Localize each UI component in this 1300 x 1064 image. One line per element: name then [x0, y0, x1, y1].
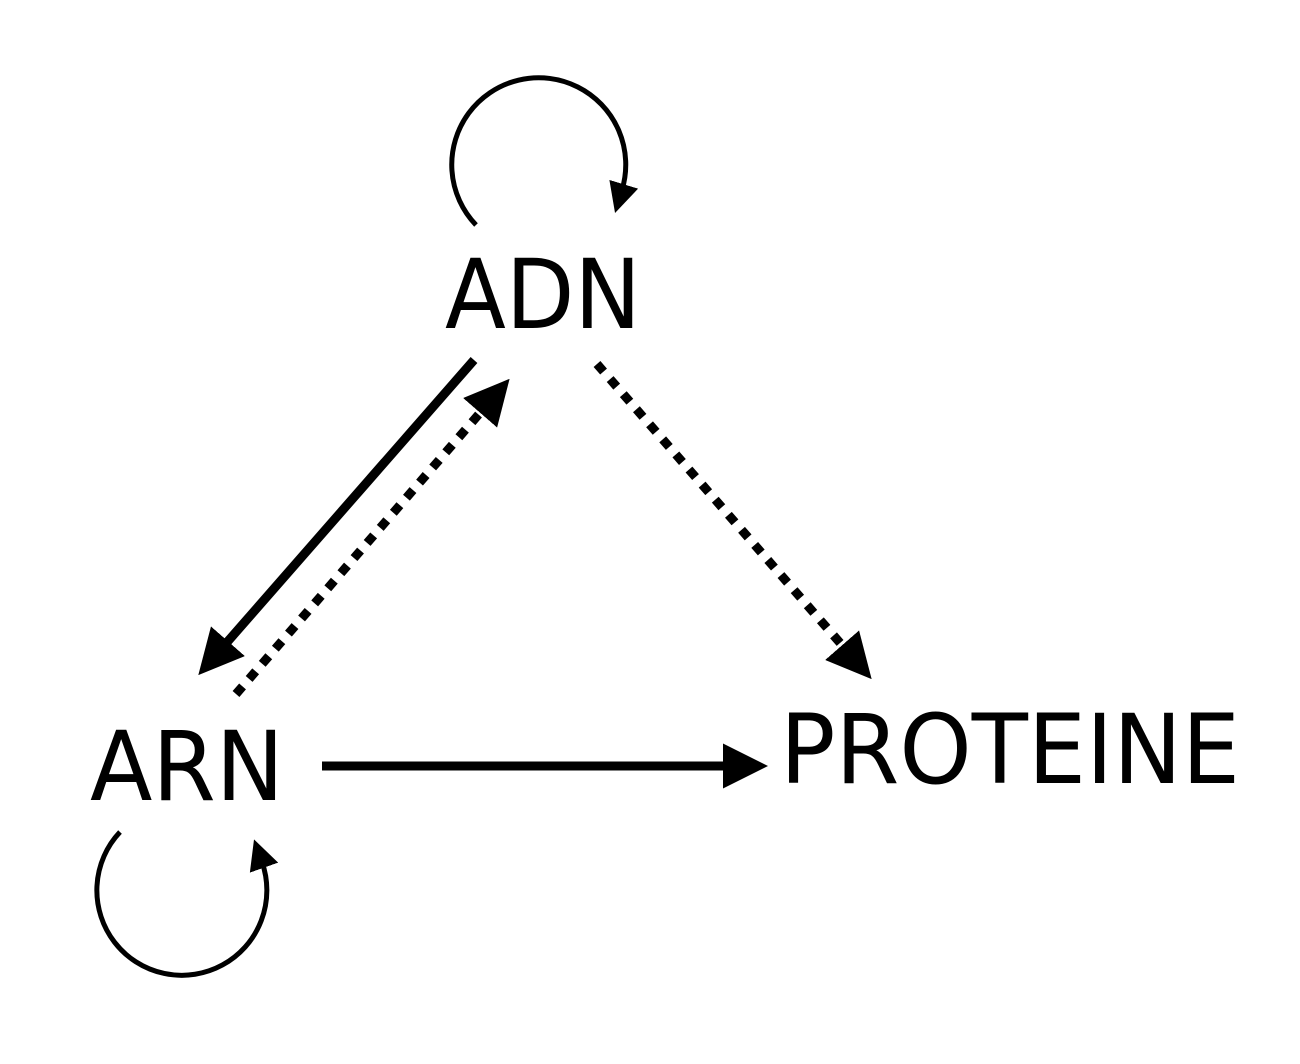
- rna-to-dna-dotted-arrow: [232, 378, 510, 697]
- node-dna: ADN: [445, 239, 641, 351]
- dna-to-rna-arrow: [198, 357, 478, 676]
- rna-self-loop-arrow: [94, 830, 279, 978]
- node-rna: ARN: [90, 711, 284, 823]
- node-protein: PROTEINE: [780, 694, 1240, 806]
- dna-self-loop-arrow: [449, 75, 639, 227]
- dna-to-protein-dotted-arrow: [593, 361, 872, 680]
